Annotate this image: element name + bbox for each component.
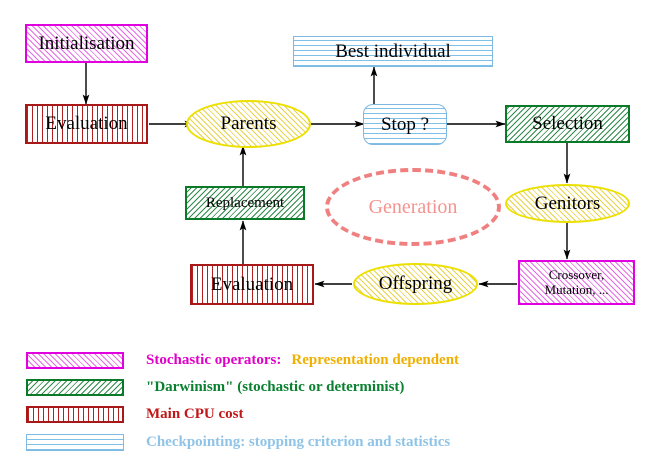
legend: Stochastic operators: Representation dep… — [0, 338, 662, 471]
node-crossover-mutation[interactable]: Crossover, Mutation, ... — [518, 260, 635, 305]
legend-swatch-magenta-diagonal — [26, 351, 124, 369]
legend-row-darwinism: "Darwinism" (stochastic or determinist) — [26, 374, 404, 400]
node-label: Selection — [532, 113, 603, 135]
node-initialisation[interactable]: Initialisation — [25, 24, 148, 63]
node-label: Genitors — [534, 192, 601, 214]
node-label: Evaluation — [45, 113, 128, 135]
node-replacement[interactable]: Replacement — [185, 186, 305, 220]
node-label: Parents — [220, 113, 277, 135]
node-evaluation-top[interactable]: Evaluation — [25, 104, 148, 144]
node-label: Offspring — [378, 273, 453, 295]
node-label: Best individual — [335, 40, 451, 62]
node-offspring[interactable]: Offspring — [353, 263, 478, 305]
legend-label-representation-dependent: Representation dependent — [291, 351, 460, 368]
node-label-line2: Mutation, ... — [544, 281, 609, 297]
node-label: Stop ? — [380, 113, 430, 135]
node-generation-cycle: Generation — [325, 168, 501, 246]
legend-row-cpu-cost: Main CPU cost — [26, 401, 244, 427]
diagram-connectors — [82, 63, 571, 288]
legend-swatch-red-vertical — [26, 405, 124, 423]
legend-label-checkpointing: Checkpointing: stopping criterion and st… — [146, 433, 451, 450]
node-label: Evaluation — [210, 273, 294, 295]
legend-swatch-green-diagonal — [26, 378, 124, 396]
legend-label-stochastic-operators: Stochastic operators: — [146, 351, 282, 368]
node-parents[interactable]: Parents — [186, 100, 311, 148]
legend-row-stochastic: Stochastic operators: Representation dep… — [26, 347, 459, 373]
legend-label-darwinism: "Darwinism" (stochastic or determinist) — [146, 378, 405, 395]
node-label-line1: Crossover, — [548, 266, 605, 282]
node-evaluation-bottom[interactable]: Evaluation — [190, 264, 314, 305]
node-label: Generation — [368, 195, 458, 218]
legend-label-main-cpu-cost: Main CPU cost — [146, 405, 244, 422]
node-label: Initialisation — [38, 32, 135, 54]
legend-row-checkpointing: Checkpointing: stopping criterion and st… — [26, 429, 450, 455]
node-selection[interactable]: Selection — [505, 105, 630, 143]
node-best-individual[interactable]: Best individual — [293, 36, 493, 67]
node-label: Replacement — [205, 194, 285, 211]
node-genitors[interactable]: Genitors — [505, 184, 630, 223]
legend-swatch-blue-horizontal — [26, 433, 124, 451]
node-stop[interactable]: Stop ? — [363, 104, 447, 145]
